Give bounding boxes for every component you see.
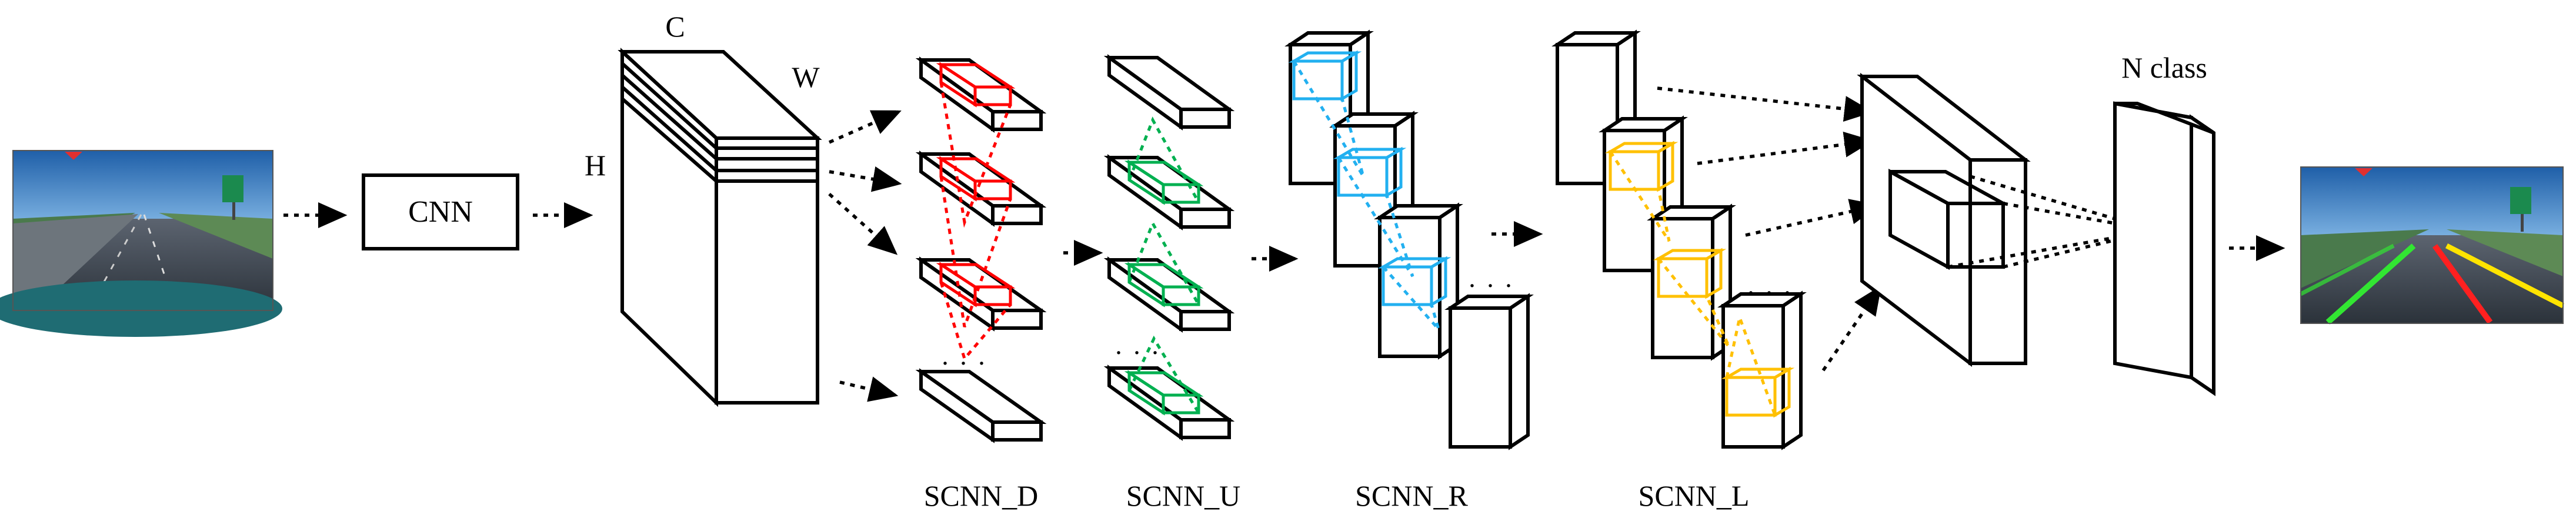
scnn-u-label: SCNN_U bbox=[1126, 479, 1240, 512]
scnn-r-column bbox=[1444, 293, 1534, 450]
scnn-r-column bbox=[1337, 156, 1463, 360]
h-axis-label: H bbox=[585, 149, 606, 182]
scnn-r-stack: . . . SCNN_R bbox=[1284, 29, 1534, 512]
cnn-label: CNN bbox=[408, 195, 473, 229]
arrows-feature-to-scnn-d bbox=[828, 110, 902, 402]
input-road-image bbox=[0, 150, 282, 337]
output-lane-image bbox=[2300, 166, 2565, 325]
scnn-l-stack: . . . SCNN_L bbox=[1551, 29, 1807, 512]
c-axis-label: C bbox=[665, 10, 685, 43]
scnn-u-slice bbox=[1103, 54, 1235, 131]
n-class-output-layer: N class bbox=[2113, 51, 2215, 396]
scnn-d-stack: . . . SCNN_D bbox=[915, 56, 1047, 512]
scnn-d-slice bbox=[915, 56, 1047, 133]
scnn-d-slice bbox=[915, 368, 1047, 443]
scnn-u-slice bbox=[1103, 116, 1235, 230]
output-feature-cube bbox=[1857, 72, 2155, 367]
scnn-u-slice bbox=[1103, 220, 1235, 333]
scnn-r-ellipsis: . . . bbox=[1469, 263, 1514, 293]
scnn-u-slice bbox=[1103, 335, 1235, 441]
lane-line-green bbox=[2325, 243, 2416, 325]
lane-line-red bbox=[2432, 244, 2493, 324]
scnn-l-column bbox=[1657, 258, 1807, 450]
scnn-r-label: SCNN_R bbox=[1355, 479, 1468, 512]
scnn-d-slice bbox=[915, 176, 1047, 332]
cnn-block: CNN bbox=[362, 173, 519, 250]
w-axis-label: W bbox=[792, 61, 820, 93]
arrows-scnn-l-to-output bbox=[1657, 86, 1882, 372]
n-class-label: N class bbox=[2121, 51, 2207, 84]
scnn-u-ellipsis: . . . bbox=[1115, 330, 1161, 360]
scnn-d-label: SCNN_D bbox=[924, 479, 1038, 512]
lane-line-yellow bbox=[2445, 243, 2565, 309]
feature-map-cube: C W H bbox=[585, 10, 822, 407]
scnn-u-stack: . . . SCNN_U bbox=[1103, 54, 1240, 512]
scnn-l-label: SCNN_L bbox=[1639, 479, 1750, 512]
